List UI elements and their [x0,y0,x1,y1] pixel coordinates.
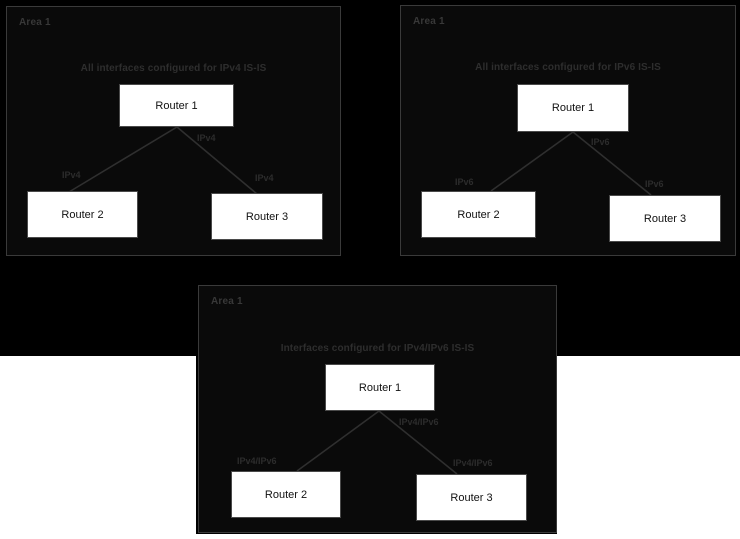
link-label-right-dualstack: IPv4/IPv6 [453,458,493,468]
link-label-right-ipv6: IPv6 [645,179,664,189]
router-node-label: Router 3 [245,210,289,223]
router-node-3-dualstack[interactable]: Router 3 [416,474,527,521]
router-node-1-dualstack[interactable]: Router 1 [325,364,435,411]
area-label-dualstack: Area 1 [211,296,243,307]
link-label-left-dualstack: IPv4/IPv6 [237,456,277,466]
panel-ipv4-area: Area 1 All interfaces configured for IPv… [6,6,341,256]
link-label-right-ipv4: IPv4 [255,173,274,183]
panel-title-dualstack: Interfaces configured for IPv4/IPv6 IS-I… [280,343,475,354]
router-node-3-ipv6[interactable]: Router 3 [609,195,721,242]
router-node-2-ipv6[interactable]: Router 2 [421,191,536,238]
router-node-2-dualstack[interactable]: Router 2 [231,471,341,518]
link-label-left-ipv4: IPv4 [62,170,81,180]
link-label-root-right-dualstack: IPv4/IPv6 [399,417,439,427]
link-label-root-right-ipv4: IPv4 [197,133,216,143]
panel-ipv6-area: Area 1 All interfaces configured for IPv… [400,5,736,256]
router-node-label: Router 3 [450,491,493,504]
link-label-root-right-ipv6: IPv6 [591,137,610,147]
router-node-1-ipv4[interactable]: Router 1 [119,84,234,127]
router-node-1-ipv6[interactable]: Router 1 [517,84,629,132]
router-node-label: Router 3 [643,212,687,225]
panel-title-ipv4: All interfaces configured for IPv4 IS-IS [80,63,267,74]
router-node-label: Router 1 [358,381,402,394]
router-node-2-ipv4[interactable]: Router 2 [27,191,138,238]
router-node-3-ipv4[interactable]: Router 3 [211,193,323,240]
router-node-label: Router 2 [61,208,104,221]
area-label-ipv4: Area 1 [19,17,51,28]
area-label-ipv6: Area 1 [413,16,445,27]
link-label-left-ipv6: IPv6 [455,177,474,187]
panel-title-ipv6: All interfaces configured for IPv6 IS-IS [475,62,661,73]
router-node-label: Router 1 [551,102,595,114]
router-node-label: Router 1 [155,99,198,112]
router-node-label: Router 2 [264,488,308,501]
panel-dualstack-area: Area 1 Interfaces configured for IPv4/IP… [198,285,557,533]
router-node-label: Router 2 [457,208,500,221]
